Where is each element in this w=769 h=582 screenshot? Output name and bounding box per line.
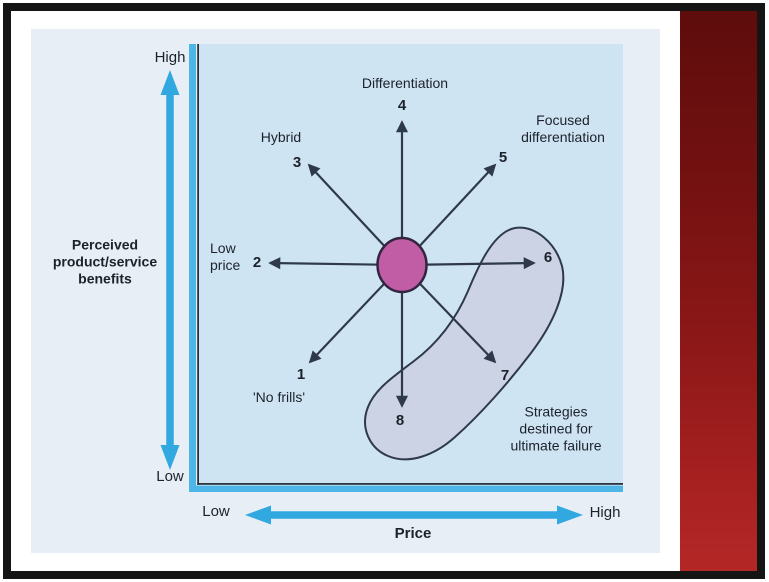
- x-axis-arrow: [245, 505, 583, 525]
- num-3: 3: [292, 154, 302, 171]
- failure-note-line1: Strategies: [524, 403, 588, 420]
- figure-panel: High Low Perceived product/service benef…: [31, 29, 660, 553]
- focused-line1: Focused: [536, 112, 590, 128]
- num-4: 4: [397, 97, 407, 114]
- num-7: 7: [500, 367, 510, 384]
- y-axis-title: Perceived product/service benefits: [30, 237, 180, 288]
- plot-bottom-border-cyan: [189, 485, 623, 492]
- y-axis-high-label: High: [154, 49, 186, 66]
- label-focused-differentiation: Focused differentiation: [521, 112, 605, 146]
- failure-zone-blob: [364, 226, 565, 461]
- y-axis-title-line1: Perceived: [71, 236, 139, 253]
- x-axis-low-label: Low: [202, 503, 230, 520]
- y-axis-low-label: Low: [156, 468, 184, 485]
- plot-bottom-border-line: [197, 483, 623, 485]
- plot-left-border-cyan: [189, 44, 196, 491]
- strategy-clock-diagram: [160, 44, 623, 525]
- y-axis-title-line2: product/service: [52, 253, 158, 270]
- clock-hub-circle: [376, 236, 428, 294]
- slide-accent-strip: [680, 11, 757, 571]
- label-differentiation: Differentiation: [361, 75, 449, 91]
- num-6: 6: [543, 249, 553, 266]
- plot-left-border-line: [197, 44, 199, 485]
- failure-note-line3: ultimate failure: [510, 437, 602, 454]
- label-hybrid: Hybrid: [260, 129, 302, 145]
- x-axis-title: Price: [394, 525, 432, 542]
- low-price-line1: Low: [210, 240, 236, 256]
- failure-zone-note: Strategies destined for ultimate failure: [510, 404, 601, 455]
- y-axis-title-line3: benefits: [78, 270, 132, 287]
- label-low-price: Low price: [210, 240, 240, 274]
- num-2: 2: [252, 254, 262, 271]
- label-no-frills: 'No frills': [252, 389, 306, 405]
- x-axis-high-label: High: [589, 504, 621, 521]
- num-5: 5: [498, 149, 508, 166]
- low-price-line2: price: [210, 257, 241, 273]
- slide-frame: High Low Perceived product/service benef…: [3, 3, 765, 579]
- failure-note-line2: destined for: [519, 420, 593, 437]
- focused-line2: differentiation: [521, 129, 605, 145]
- num-1: 1: [296, 366, 306, 383]
- y-axis-arrow: [160, 70, 180, 470]
- num-8: 8: [395, 412, 405, 429]
